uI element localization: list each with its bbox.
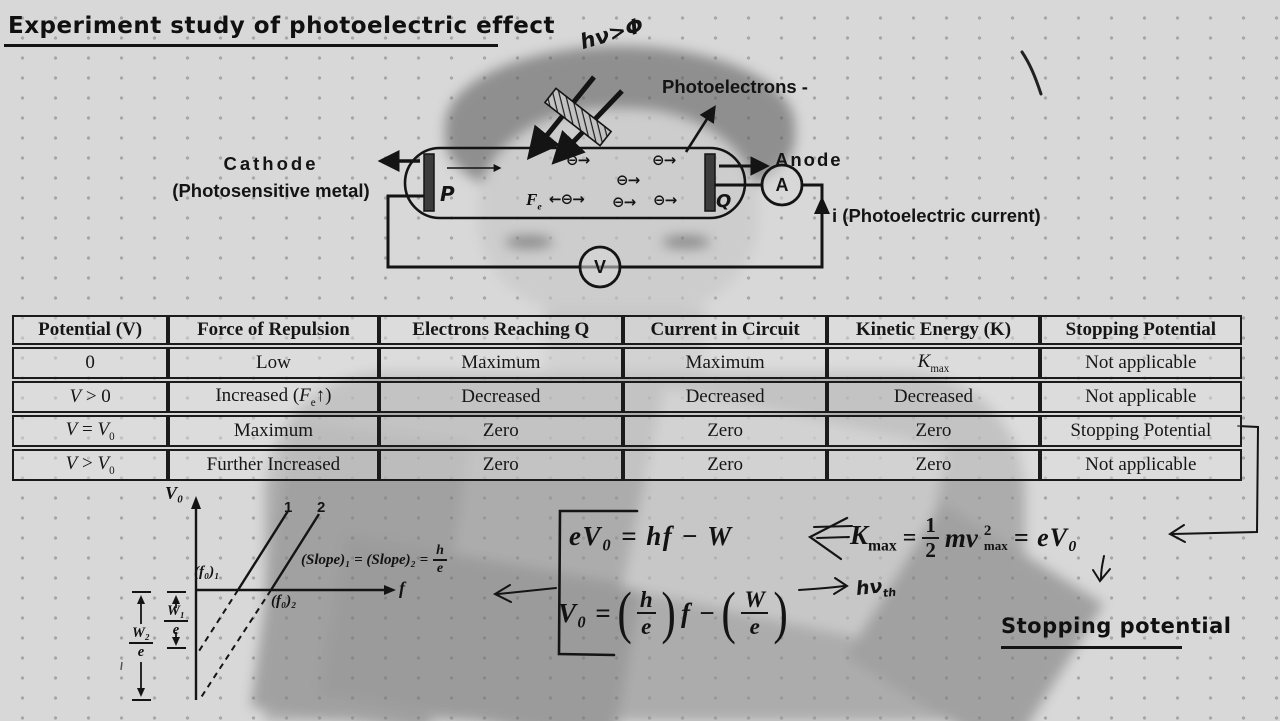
graph-x-label: f — [399, 578, 405, 598]
paren-close: ) — [661, 580, 676, 646]
slope-annotation: (Slope)₁ = (Slope)₂ = h e — [301, 543, 447, 577]
stopping-potential-underline — [1001, 646, 1182, 649]
electron-symbol: ⊖→ — [616, 171, 640, 189]
stopping-potential-note: Stopping potential — [1001, 614, 1232, 638]
person-eye-left — [505, 236, 553, 248]
table-cell: Zero — [827, 415, 1040, 447]
equation-bracket — [557, 509, 639, 657]
anode-plate — [704, 153, 716, 212]
stopping-connector — [1171, 425, 1260, 535]
cathode-plate — [423, 153, 435, 212]
column-header: Kinetic Energy (K) — [827, 315, 1040, 345]
electron-symbol: ←⊖→ — [549, 190, 585, 208]
voltmeter-circle — [578, 245, 622, 289]
person-eye-right — [662, 236, 710, 248]
threshold-note: hνth — [854, 575, 897, 601]
paren-open: ( — [616, 580, 632, 646]
column-header: Electrons Reaching Q — [378, 315, 623, 345]
table-cell: Not applicable — [1039, 347, 1242, 379]
table-cell: Decreased — [827, 381, 1040, 413]
table-cell: Maximum — [168, 415, 379, 447]
paren-open: ( — [721, 580, 737, 646]
graph-y-label: V₀ — [165, 483, 184, 503]
column-header: Force of Repulsion — [168, 315, 379, 345]
quartz-window — [543, 87, 613, 147]
page-title: Experiment study of photoelectric effect — [8, 13, 555, 39]
title-underline — [4, 44, 498, 47]
table-cell: Further Increased — [168, 449, 379, 481]
table-cell: Zero — [378, 415, 623, 447]
graph-line2-label: 2 — [317, 499, 326, 516]
column-header: Potential (V) — [12, 315, 169, 345]
electron-symbol: ⊖→ — [652, 151, 676, 169]
voltmeter-label: V — [593, 257, 606, 277]
table-cell: V > 0 — [12, 381, 169, 413]
graph-line-2 — [269, 513, 321, 591]
table-cell: Maximum — [378, 347, 623, 379]
equation-ev0: eV₀ = hf − W — [569, 521, 733, 551]
table-cell: 0 — [12, 347, 169, 379]
threshold-freq-1-label: (f₀)₁ — [194, 564, 220, 580]
cathode-label: Cathode (Photosensitive metal) — [172, 153, 370, 201]
threshold-freq-2-label: (f₀)₂ — [271, 593, 297, 609]
electron-symbol: ⊖→ — [653, 191, 677, 209]
graph-line-1 — [236, 510, 290, 591]
table-cell: Not applicable — [1039, 449, 1242, 481]
electron-symbol: ⊖→ — [612, 193, 636, 211]
table-cell: Low — [168, 347, 379, 379]
graph-line-1-dashed — [198, 589, 239, 652]
ammeter-label: A — [775, 175, 789, 195]
repulsion-force-label: Fe — [526, 190, 542, 213]
table-cell: V > V0 — [12, 449, 169, 481]
table-cell: Zero — [378, 449, 623, 481]
table-cell: Kmax — [827, 347, 1040, 379]
photoelectrons-arrow — [684, 105, 716, 153]
table-cell: Stopping Potential — [1039, 415, 1242, 447]
table-cell: Not applicable — [1039, 381, 1242, 413]
current-arrowhead — [814, 196, 830, 214]
table-cell: Zero — [827, 449, 1040, 481]
table-cell: V = V0 — [12, 415, 169, 447]
graph-line1-label: 1 — [284, 499, 293, 516]
photoelectrons-label: Photoelectrons - — [662, 76, 808, 97]
column-header: Stopping Potential — [1039, 315, 1242, 345]
table-cell: Increased (Fe↑) — [168, 381, 379, 413]
table-cell: Zero — [622, 449, 828, 481]
anode-label: Anode — [775, 149, 843, 170]
paren-close: ) — [773, 580, 788, 646]
electron-symbol: ⊖→ — [566, 151, 590, 169]
pen-stroke — [1020, 50, 1043, 96]
table-cell: Decreased — [378, 381, 623, 413]
column-header: Current in Circuit — [622, 315, 828, 345]
photocurrent-label: i (Photoelectric current) — [832, 205, 1041, 226]
plate-p-label: P — [440, 182, 455, 206]
plate-q-label: Q — [716, 191, 732, 212]
table-cell: Zero — [622, 415, 828, 447]
table-cell: Maximum — [622, 347, 828, 379]
ammeter-circle — [760, 163, 804, 207]
graph-line-2-dashed — [199, 589, 272, 700]
person-face — [478, 108, 758, 320]
table-cell: Decreased — [622, 381, 828, 413]
